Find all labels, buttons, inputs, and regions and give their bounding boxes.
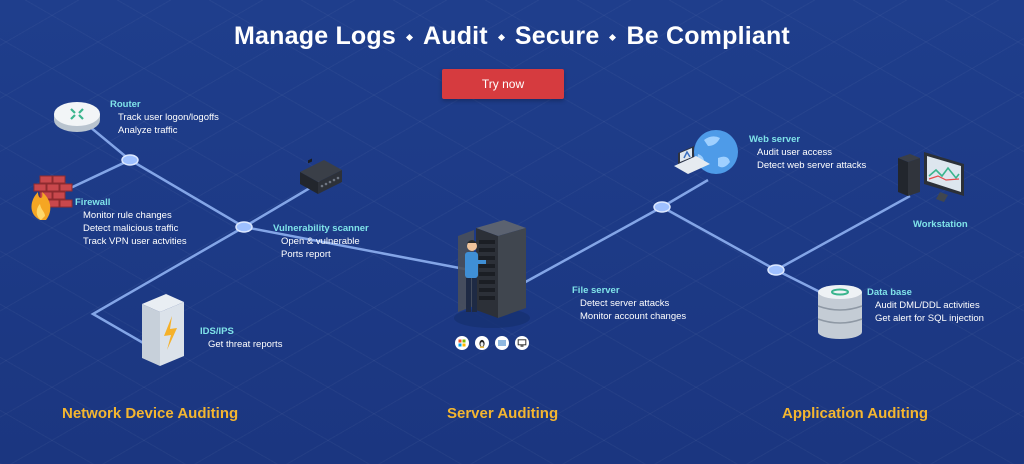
section-server-auditing: Server Auditing [447,405,559,422]
node-desc: Get alert for SQL injection [875,313,984,324]
node-desc: Get threat reports [208,339,283,350]
backbone-link [243,225,471,272]
database-link [775,268,827,297]
junction-node [121,154,139,166]
scanner-label: Vulnerability scanner Open & vulnerable … [273,222,369,261]
firewall-link [61,158,131,194]
page-title: Manage Logs Audit Secure Be Compliant [0,22,1024,51]
node-title: Workstation [913,219,968,230]
ibm-icon [495,336,509,350]
ids-link [90,225,245,346]
headline-part: Secure [514,22,600,50]
junction-node [767,264,785,276]
node-desc: Audit user access [757,147,832,158]
server-rack-icon [454,220,530,328]
web-server-icon [674,130,738,174]
node-desc: Audit DML/DDL activities [875,300,980,311]
headline-part: Audit [422,22,488,50]
unix-icon [515,336,529,350]
firewall-label: Firewall Monitor rule changes Detect mal… [75,196,187,248]
junction-node [235,221,253,233]
database-icon [817,285,863,339]
fileserver-link [519,205,663,287]
diamond-separator-icon [405,33,414,41]
router-label: Router Track user logon/logoffs Analyze … [110,98,219,137]
node-desc: Detect server attacks [580,298,670,309]
database-label: Data base Audit DML/DDL activities Get a… [867,286,984,325]
node-desc: Track user logon/logoffs [118,112,219,123]
ids-label: IDS/IPS Get threat reports [200,325,282,351]
diamond-separator-icon [497,33,505,41]
headline-part: Manage Logs [234,22,396,50]
ids-ips-icon [142,294,184,366]
node-desc: Monitor account changes [580,311,687,322]
node-desc: Track VPN user actvities [83,236,187,247]
section-network-device-auditing: Network Device Auditing [62,405,239,422]
fileserver-label: File server Detect server attacks Monito… [572,284,686,323]
node-title: Data base [867,287,912,298]
diamond-separator-icon [609,33,617,41]
firewall-icon [31,175,73,220]
node-desc: Monitor rule changes [83,210,172,221]
node-title: IDS/IPS [200,326,234,337]
workstation-icon [898,152,964,202]
node-title: Vulnerability scanner [273,223,369,234]
node-title: File server [572,285,620,296]
node-title: Firewall [75,197,111,208]
headline-part: Be Compliant [626,22,790,50]
node-desc: Detect web server attacks [757,160,867,171]
section-application-auditing: Application Auditing [782,405,929,422]
app-link [661,205,777,272]
webserver-label: Web server Audit user access Detect web … [749,133,866,172]
node-desc: Ports report [281,249,331,260]
router-icon [54,102,100,132]
node-title: Web server [749,134,801,145]
scanner-link [243,180,321,229]
node-desc: Open & vulnerable [281,236,360,247]
workstation-link [775,194,911,272]
node-desc: Analyze traffic [118,125,178,136]
junction-node [653,201,671,213]
workstation-label: Workstation [913,218,968,231]
node-desc: Detect malicious traffic [83,223,179,234]
try-now-button[interactable]: Try now [442,69,564,99]
node-title: Router [110,99,141,110]
linux-icon [475,336,489,350]
scanner-device-icon [300,158,342,194]
windows-icon [455,336,469,350]
webserver-link [661,178,709,209]
